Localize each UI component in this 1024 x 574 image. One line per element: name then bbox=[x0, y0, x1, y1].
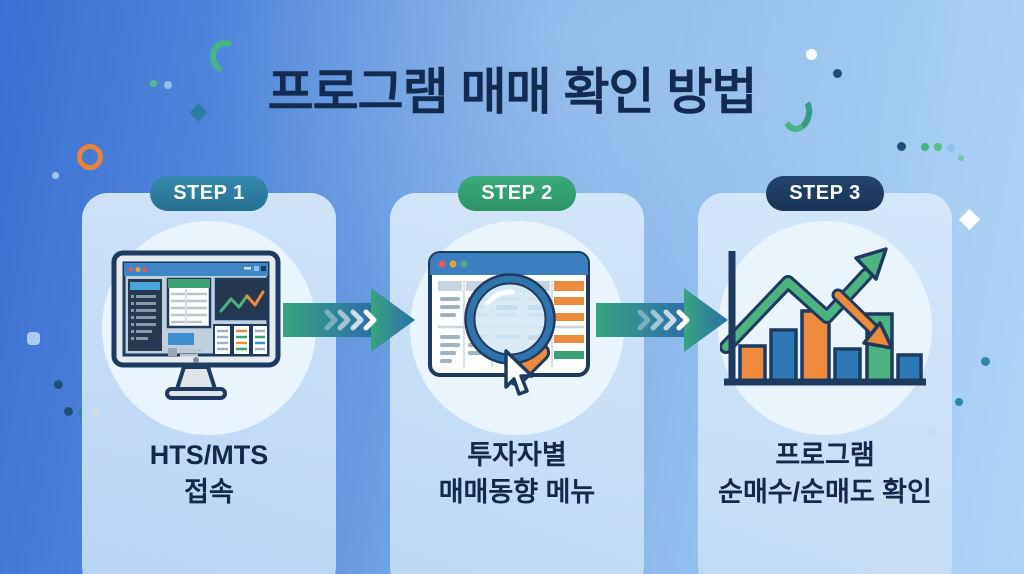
step-3-caption: 프로그램 순매수/순매도 확인 bbox=[695, 437, 955, 511]
step-2-caption-line2: 매매동향 메뉴 bbox=[438, 477, 596, 507]
step-3-card: STEP 3 프로그램 순매수/순매도 확인 bbox=[695, 176, 955, 574]
step-2-caption-line1: 투자자별 bbox=[467, 440, 567, 470]
decor-dot bbox=[164, 81, 172, 89]
desktop-monitor-trading-dashboard-icon bbox=[111, 250, 281, 400]
decor-dot bbox=[958, 155, 964, 161]
step-1-card: STEP 1 bbox=[79, 176, 339, 574]
step-2-caption: 투자자별 매매동향 메뉴 bbox=[387, 437, 647, 511]
step-1-caption-line1: HTS/MTS bbox=[149, 440, 269, 470]
step-1-badge: STEP 1 bbox=[150, 176, 268, 211]
bar-chart-trend-arrows-icon bbox=[720, 247, 926, 386]
step-2-card: STEP 2 bbox=[387, 176, 647, 574]
step-3-badge: STEP 3 bbox=[766, 176, 884, 211]
decor-dot bbox=[52, 172, 59, 179]
decor-dot bbox=[921, 143, 929, 151]
decor-dot bbox=[947, 144, 955, 152]
decor-dot bbox=[54, 380, 63, 389]
step-1-caption: HTS/MTS 접속 bbox=[79, 437, 339, 511]
decor-dot bbox=[897, 142, 906, 151]
step-3-caption-line2: 순매수/순매도 확인 bbox=[718, 477, 932, 507]
step-1-caption-line2: 접속 bbox=[184, 477, 234, 507]
decor-dot bbox=[64, 407, 73, 416]
decor-dot bbox=[981, 357, 990, 366]
flow-arrow-icon bbox=[283, 288, 415, 352]
decor-square bbox=[27, 332, 40, 345]
decor-dot bbox=[806, 49, 817, 60]
decor-ring bbox=[77, 144, 103, 170]
decor-dot bbox=[934, 143, 942, 151]
decor-dot bbox=[150, 80, 157, 87]
decor-dot bbox=[955, 398, 963, 406]
step-2-badge: STEP 2 bbox=[458, 176, 576, 211]
decor-dot bbox=[833, 69, 842, 78]
step-3-caption-line1: 프로그램 bbox=[775, 440, 875, 470]
page-title: 프로그램 매매 확인 방법 bbox=[267, 64, 758, 120]
flow-arrow-icon bbox=[596, 288, 728, 352]
spreadsheet-magnifier-cursor-icon bbox=[428, 251, 590, 396]
decor-diamond bbox=[958, 208, 981, 231]
